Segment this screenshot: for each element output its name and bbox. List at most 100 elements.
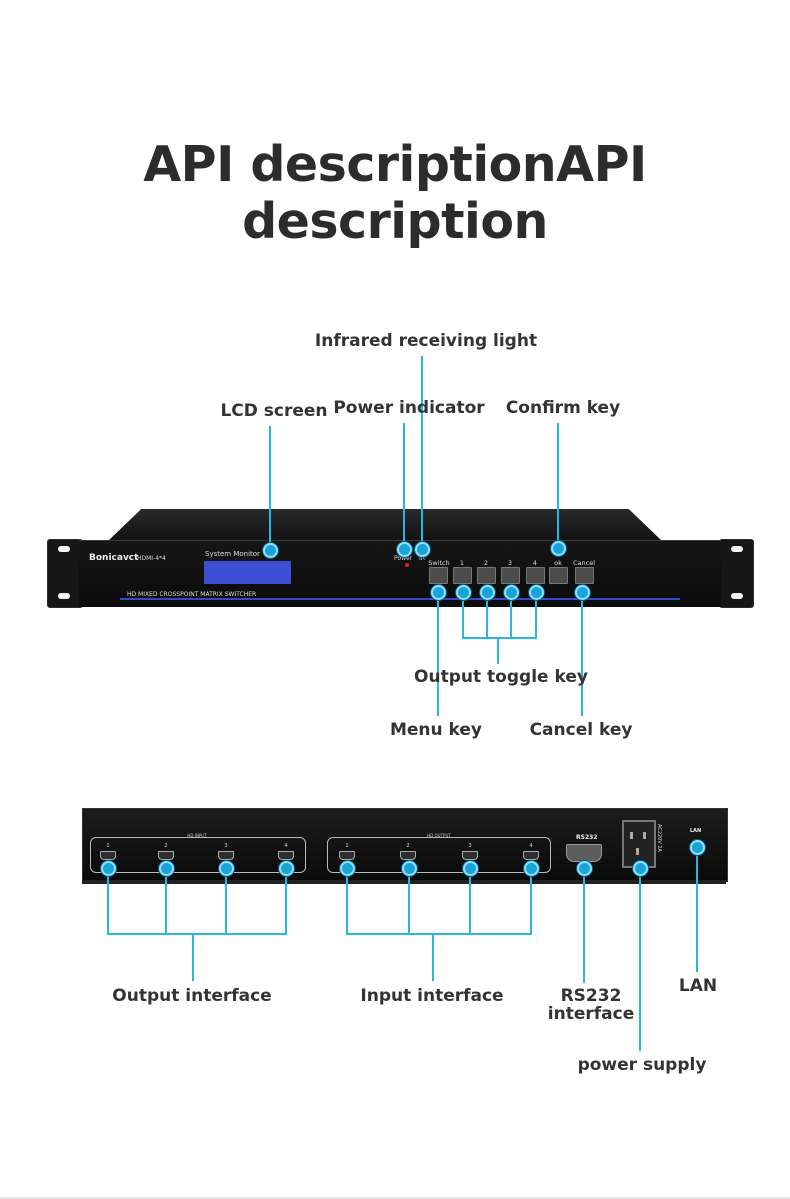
toggle-stem bbox=[497, 637, 499, 664]
output-key-1[interactable] bbox=[453, 567, 472, 584]
output-key-3[interactable] bbox=[501, 567, 520, 584]
back-panel-bottom bbox=[82, 880, 726, 884]
hd-output-label: HD OUTPUT bbox=[427, 833, 451, 838]
toggle-callout-dot-3 bbox=[504, 585, 519, 600]
hdmi-port[interactable] bbox=[523, 851, 539, 860]
toggle-leader-4 bbox=[535, 592, 537, 638]
power-led bbox=[405, 563, 409, 567]
menu-key[interactable] bbox=[429, 567, 448, 584]
rs232-interface-label-line2: interface bbox=[547, 1004, 635, 1024]
input-leader-3 bbox=[469, 868, 471, 934]
output-leader-3 bbox=[225, 868, 227, 934]
hdmi-port[interactable] bbox=[339, 851, 355, 860]
lan-label: LAN bbox=[678, 976, 718, 996]
key-label-2: 2 bbox=[483, 559, 489, 567]
page-title: API descriptionAPI description bbox=[143, 136, 647, 250]
rack-ear-left bbox=[47, 539, 83, 608]
hd-input-label: HD INPUT bbox=[187, 833, 207, 838]
power-indicator-label: Power indicator bbox=[333, 398, 485, 418]
front-blue-stripe bbox=[120, 598, 680, 600]
toggle-callout-dot-2 bbox=[480, 585, 495, 600]
lan-port-label: LAN bbox=[690, 828, 702, 834]
ear-hole bbox=[731, 546, 743, 552]
menu-key-label: Menu key bbox=[389, 720, 483, 740]
key-label-1: 1 bbox=[459, 559, 465, 567]
port-number: 3 bbox=[468, 843, 472, 849]
power-leader-line bbox=[403, 423, 405, 549]
power-label: Power bbox=[394, 555, 413, 562]
key-label-4: 4 bbox=[532, 559, 538, 567]
menu-callout-dot bbox=[431, 585, 446, 600]
infrared-receiving-light-label: Infrared receiving light bbox=[314, 331, 538, 351]
ir-leader-line bbox=[421, 356, 423, 549]
output-bracket bbox=[107, 933, 287, 935]
hdmi-port[interactable] bbox=[100, 851, 116, 860]
confirm-key-label: Confirm key bbox=[505, 398, 621, 418]
hdmi-port[interactable] bbox=[278, 851, 294, 860]
toggle-bracket bbox=[462, 637, 537, 639]
rs232-db9-port[interactable] bbox=[566, 844, 602, 862]
input-leader-4 bbox=[530, 868, 532, 934]
toggle-leader-2 bbox=[486, 592, 488, 638]
output-callout-dot-4 bbox=[279, 861, 294, 876]
confirm-callout-dot bbox=[551, 541, 566, 556]
input-callout-dot-1 bbox=[340, 861, 355, 876]
lcd-leader-line bbox=[269, 426, 271, 550]
ear-hole bbox=[731, 593, 743, 599]
output-key-4[interactable] bbox=[526, 567, 545, 584]
input-bracket bbox=[346, 933, 532, 935]
input-leader-1 bbox=[346, 868, 348, 934]
cancel-key[interactable] bbox=[575, 567, 594, 584]
rs232-interface-label-line1: RS232 bbox=[560, 986, 622, 1006]
hd-output-port-group bbox=[327, 837, 551, 873]
confirm-leader-line bbox=[557, 423, 559, 548]
brand-logo: Bonicavct bbox=[89, 553, 139, 563]
hdmi-port[interactable] bbox=[218, 851, 234, 860]
port-number: 1 bbox=[345, 843, 349, 849]
toggle-leader-1 bbox=[462, 592, 464, 638]
power-supply-leader-line bbox=[639, 868, 641, 1051]
output-key-2[interactable] bbox=[477, 567, 496, 584]
cancel-key-label: Cancel key bbox=[529, 720, 633, 740]
hdmi-port[interactable] bbox=[462, 851, 478, 860]
port-number: 4 bbox=[529, 843, 533, 849]
output-callout-dot-3 bbox=[219, 861, 234, 876]
rs232-leader-line bbox=[583, 868, 585, 983]
output-leader-2 bbox=[165, 868, 167, 934]
lcd-screen bbox=[204, 561, 291, 584]
power-inlet[interactable] bbox=[622, 820, 656, 868]
cancel-leader-line bbox=[581, 592, 583, 716]
inlet-pin bbox=[636, 848, 639, 855]
ir-label: IR bbox=[419, 555, 425, 562]
hdmi-port[interactable] bbox=[158, 851, 174, 860]
input-callout-dot-3 bbox=[463, 861, 478, 876]
hdmi-port[interactable] bbox=[400, 851, 416, 860]
inlet-pin bbox=[643, 832, 646, 839]
lcd-callout-dot bbox=[263, 543, 278, 558]
voltage-label: AC220V 2A bbox=[656, 824, 662, 852]
product-name-label: HD MIXED CROSSPOINT MATRIX SWITCHER bbox=[127, 591, 257, 598]
key-label-3: 3 bbox=[507, 559, 513, 567]
lan-callout-dot bbox=[690, 840, 705, 855]
input-interface-label: Input interface bbox=[360, 986, 504, 1006]
hd-input-port-group bbox=[90, 837, 306, 873]
power-callout-dot bbox=[397, 542, 412, 557]
key-label-switch: Switch bbox=[428, 559, 450, 567]
port-number: 1 bbox=[106, 843, 110, 849]
output-interface-label: Output interface bbox=[112, 986, 272, 1006]
port-number: 2 bbox=[164, 843, 168, 849]
confirm-key[interactable] bbox=[549, 567, 568, 584]
lcd-screen-label: LCD screen bbox=[220, 401, 328, 421]
footer-divider bbox=[0, 1197, 790, 1199]
model-label: HDMI-4*4 bbox=[137, 555, 166, 562]
input-callout-dot-2 bbox=[402, 861, 417, 876]
key-label-ok: ok bbox=[554, 559, 562, 567]
port-number: 3 bbox=[224, 843, 228, 849]
port-number: 2 bbox=[406, 843, 410, 849]
key-label-cancel: Cancel bbox=[572, 559, 596, 567]
output-callout-dot-2 bbox=[159, 861, 174, 876]
inlet-pin bbox=[630, 832, 633, 839]
rs232-port-label: RS232 bbox=[576, 834, 598, 841]
output-callout-dot-1 bbox=[101, 861, 116, 876]
toggle-leader-3 bbox=[510, 592, 512, 638]
